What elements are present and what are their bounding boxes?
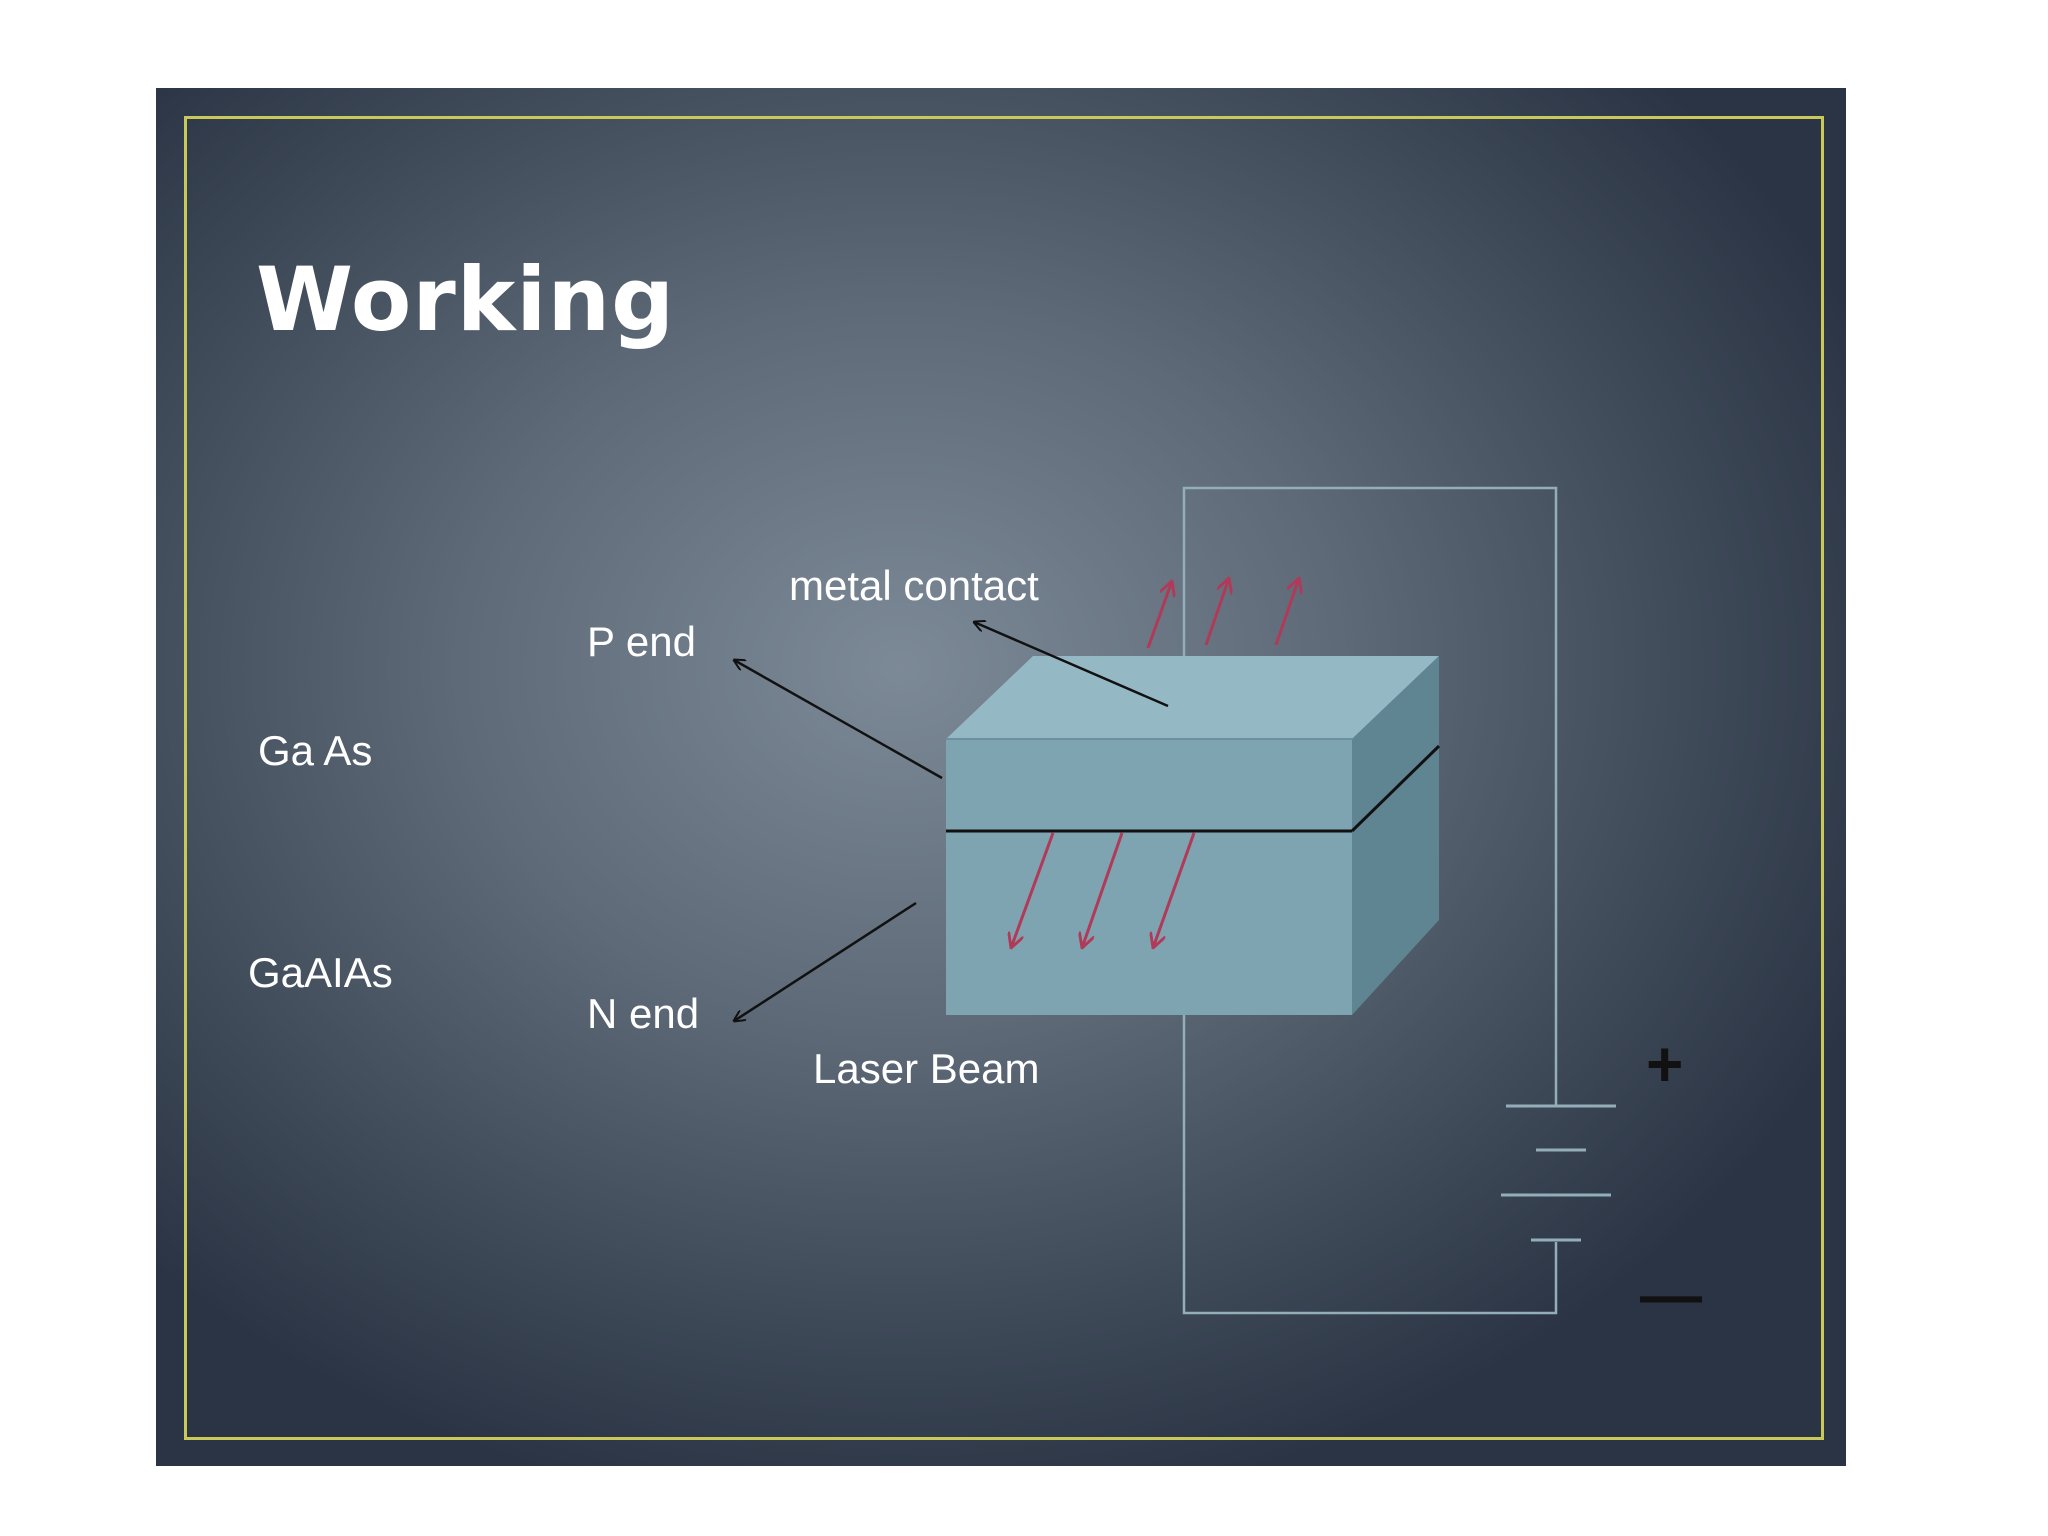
photon-arrow [1011, 832, 1055, 948]
pn-junction-side-line [1350, 744, 1441, 833]
gaas-label: Ga As [258, 727, 372, 774]
slide-frame [184, 116, 1824, 1440]
metal-contact-label: metal contact [789, 562, 1039, 609]
n-end-pointer [734, 901, 917, 1021]
photon-arrow [1204, 578, 1229, 646]
slide: Working + — [156, 88, 1846, 1466]
battery-plus-sign: + [1646, 1028, 1683, 1100]
p-end-pointer [734, 660, 943, 780]
photon-arrows-top [1146, 578, 1299, 649]
battery-minus-sign: — [1640, 1261, 1702, 1330]
gaalas-label: GaAIAs [248, 949, 393, 996]
photon-arrow [1153, 832, 1196, 948]
photon-arrows-bottom [1011, 832, 1196, 948]
diode-block [946, 656, 1441, 1015]
photon-arrow [1274, 578, 1299, 646]
n-end-label: N end [587, 990, 699, 1037]
block-top-face [946, 656, 1439, 739]
battery-symbol [1501, 1104, 1616, 1242]
metal-contact-pointer [974, 622, 1169, 708]
slide-title: Working [256, 248, 676, 351]
circuit-wire [1182, 486, 1558, 1315]
pointer-arrows [734, 622, 1169, 1021]
p-end-label: P end [587, 618, 696, 665]
block-side-face [1352, 656, 1439, 1015]
photon-arrow [1146, 581, 1172, 649]
laser-beam-label: Laser Beam [813, 1045, 1039, 1092]
photon-arrow [1082, 832, 1124, 948]
block-front-face [946, 739, 1352, 1015]
laser-diode-diagram: + — Ga As GaAIAs [248, 486, 1702, 1330]
